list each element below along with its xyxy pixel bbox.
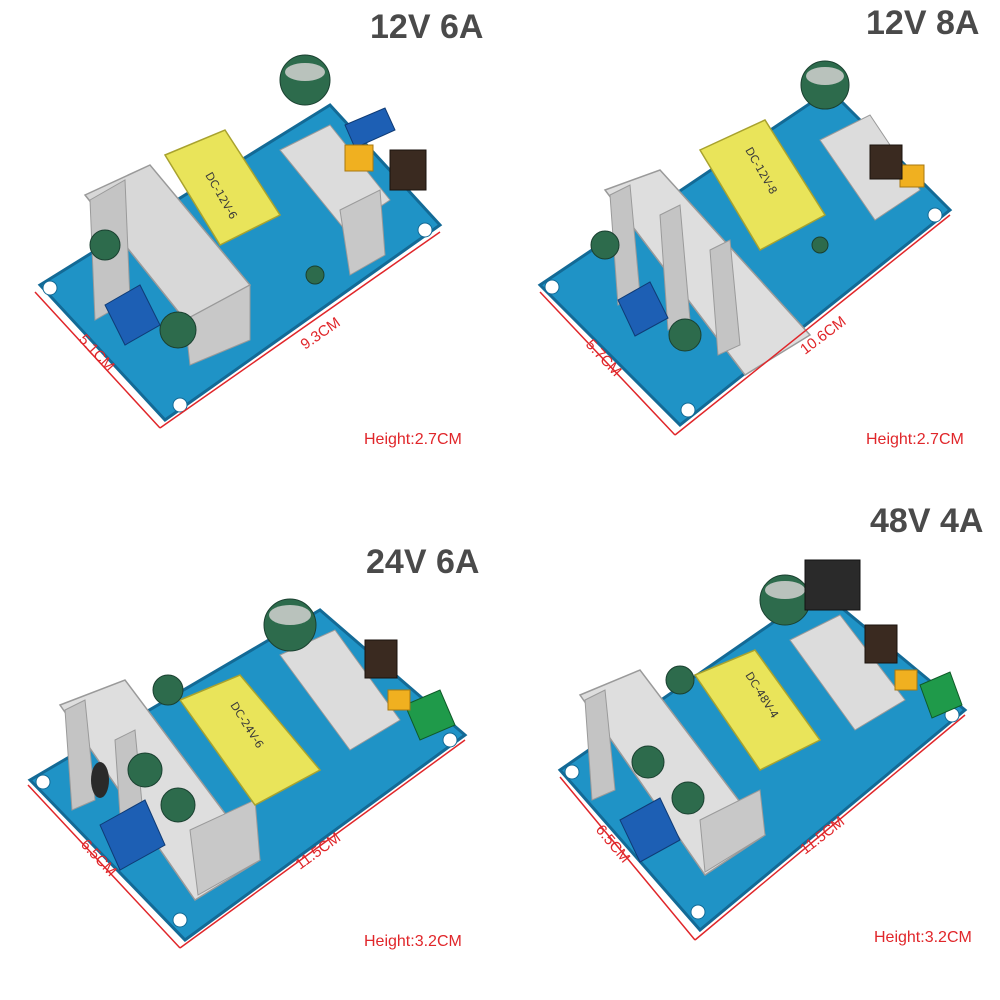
mounting-hole xyxy=(690,904,706,920)
transformer xyxy=(698,119,827,251)
capacitor-top xyxy=(806,67,844,85)
transformer xyxy=(178,674,322,806)
capacitor xyxy=(671,781,705,815)
width-dimension-line xyxy=(34,291,161,429)
transformer xyxy=(693,649,822,771)
fuse xyxy=(344,144,374,172)
module-title: 12V 6A xyxy=(370,8,484,46)
inductor xyxy=(91,762,109,798)
capacitor-top xyxy=(269,605,311,625)
mounting-hole xyxy=(564,764,580,780)
heatsink-fin xyxy=(584,689,616,801)
width-dimension-line xyxy=(27,784,181,949)
capacitor xyxy=(127,752,163,788)
inductor xyxy=(869,144,903,180)
module-photo: DC-12V-6 5.1CM 9.3CM xyxy=(34,54,443,429)
heatsink-fin xyxy=(339,189,386,276)
module-24v-6a: 24V 6A DC-24V-6 6.5CM 11.5CM Height:3.2C… xyxy=(0,500,500,1000)
module-title: 48V 4A xyxy=(870,502,984,540)
module-12v-8a: 12V 8A DC-12V-8 5.7CM 10.6CM Height:2.7C… xyxy=(500,0,1000,500)
module-48v-4a: 48V 4A DC-48V-4 6.5CM 11.5CM Height:3.2C… xyxy=(500,500,1000,1000)
capacitor xyxy=(590,230,620,260)
capacitor xyxy=(152,674,184,706)
height-label: Height:2.7CM xyxy=(364,431,462,448)
width-dimension-line xyxy=(539,291,676,436)
height-label: Height:3.2CM xyxy=(874,929,972,946)
fuse xyxy=(899,164,925,188)
capacitor xyxy=(668,318,702,352)
mounting-hole xyxy=(42,280,58,296)
heatsink-fin xyxy=(699,789,766,873)
terminal-block xyxy=(404,689,456,741)
capacitor xyxy=(89,229,121,261)
heatsink-fin xyxy=(184,284,251,366)
capacitor xyxy=(159,311,197,349)
fuse xyxy=(387,689,411,711)
mounting-hole xyxy=(544,279,560,295)
mounting-hole xyxy=(442,732,458,748)
mounting-hole xyxy=(172,912,188,928)
heatsink xyxy=(279,629,401,751)
capacitor xyxy=(811,236,829,254)
length-dimension-line xyxy=(674,214,951,436)
module-title: 12V 8A xyxy=(866,4,980,42)
module-photo: DC-48V-4 6.5CM 11.5CM xyxy=(557,559,968,941)
capacitor-top xyxy=(765,581,805,599)
module-title: 24V 6A xyxy=(366,543,480,581)
module-photo: DC-12V-8 5.7CM 10.6CM xyxy=(537,60,953,436)
inductor xyxy=(389,149,427,191)
mounting-hole xyxy=(927,207,943,223)
mounting-hole xyxy=(417,222,433,238)
height-label: Height:2.7CM xyxy=(866,431,964,448)
module-12v-6a: 12V 6A DC-12V-6 5.1CM 9.3CM Height: xyxy=(0,0,500,500)
capacitor xyxy=(305,265,325,285)
transformer xyxy=(163,129,282,246)
heatsink-fin xyxy=(709,239,741,356)
capacitor xyxy=(160,787,196,823)
mounting-hole xyxy=(35,774,51,790)
inductor xyxy=(804,559,861,611)
mounting-hole xyxy=(680,402,696,418)
heatsink-fin xyxy=(189,799,261,896)
length-dimension-line xyxy=(179,739,466,949)
capacitor xyxy=(631,745,665,779)
mounting-hole xyxy=(172,397,188,413)
terminal-block xyxy=(619,797,681,863)
module-photo: DC-24V-6 6.5CM 11.5CM xyxy=(27,598,468,949)
length-dimension-line xyxy=(159,231,441,429)
capacitor xyxy=(665,665,695,695)
length-dimension-line xyxy=(694,714,966,941)
heatsink-fin xyxy=(64,699,96,811)
inductor xyxy=(864,624,898,664)
fuse xyxy=(894,669,918,691)
terminal-block xyxy=(99,799,166,871)
capacitor-top xyxy=(285,63,325,81)
heatsink xyxy=(789,614,906,731)
terminal-block xyxy=(344,107,396,149)
terminal-block xyxy=(919,671,963,719)
terminal-block xyxy=(104,284,161,346)
width-dimension-line xyxy=(559,776,696,941)
inductor xyxy=(364,639,398,679)
terminal-block xyxy=(617,281,669,337)
height-label: Height:3.2CM xyxy=(364,933,462,950)
heatsink xyxy=(603,169,812,376)
